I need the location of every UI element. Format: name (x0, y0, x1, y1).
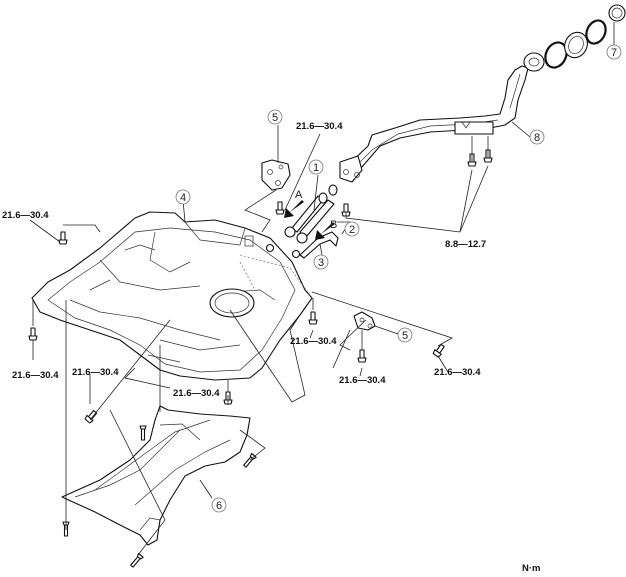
filler-pipe (339, 52, 545, 183)
direction-label-b: B (330, 219, 337, 231)
svg-text:6: 6 (216, 500, 222, 512)
fuel-filler-cap (608, 4, 626, 22)
torque-label: 21.6—30.4 (339, 375, 386, 386)
clip-icon (130, 552, 144, 568)
bolt-icon (357, 349, 367, 363)
bolt-icon (28, 327, 38, 341)
callout-4: 4 (175, 189, 191, 205)
callout-2: 2 (344, 221, 360, 237)
clip-icon (139, 425, 147, 441)
callout-5-upper: 5 (267, 109, 283, 125)
bolt-icon (58, 231, 68, 245)
torque-label: 21.6—30.4 (290, 336, 337, 347)
svg-text:4: 4 (180, 192, 186, 204)
direction-arrow-b: B (315, 219, 337, 240)
filler-neck-rings (544, 19, 607, 69)
callout-3: 3 (313, 254, 329, 270)
svg-text:5: 5 (272, 112, 278, 124)
callout-7: 7 (606, 44, 622, 60)
bolt-icon (275, 201, 285, 215)
svg-text:3: 3 (318, 257, 324, 269)
direction-label-a: A (295, 189, 303, 201)
bolt-icon (308, 311, 318, 325)
torque-label: 21.6—30.4 (2, 210, 49, 221)
svg-text:7: 7 (611, 47, 617, 59)
hose-assembly (265, 184, 339, 259)
callout-6: 6 (211, 497, 227, 513)
fuel-tank (31, 211, 313, 381)
direction-arrow-a: A (284, 189, 304, 218)
svg-text:5: 5 (402, 330, 408, 342)
clip-icon (243, 452, 257, 468)
svg-text:1: 1 (313, 162, 319, 174)
torque-label: 21.6—30.4 (72, 367, 119, 378)
svg-text:8: 8 (534, 132, 540, 144)
torque-label: 21.6—30.4 (296, 121, 343, 132)
torque-label: 8.8—12.7 (445, 239, 486, 250)
callout-1: 1 (308, 159, 324, 175)
leader-lines (29, 22, 615, 556)
torque-label: 21.6—30.4 (12, 370, 59, 381)
callout-8: 8 (529, 129, 545, 145)
torque-label: 21.6—30.4 (434, 367, 481, 378)
undercover-insulator (61, 405, 251, 546)
callout-5-lower: 5 (397, 327, 413, 343)
bolt-icon (341, 203, 351, 217)
unit-label: N·m (522, 563, 540, 574)
torque-label: 21.6—30.4 (173, 388, 220, 399)
bracket-upper (261, 159, 291, 191)
bolt-icon (84, 410, 98, 424)
svg-text:2: 2 (349, 224, 355, 236)
